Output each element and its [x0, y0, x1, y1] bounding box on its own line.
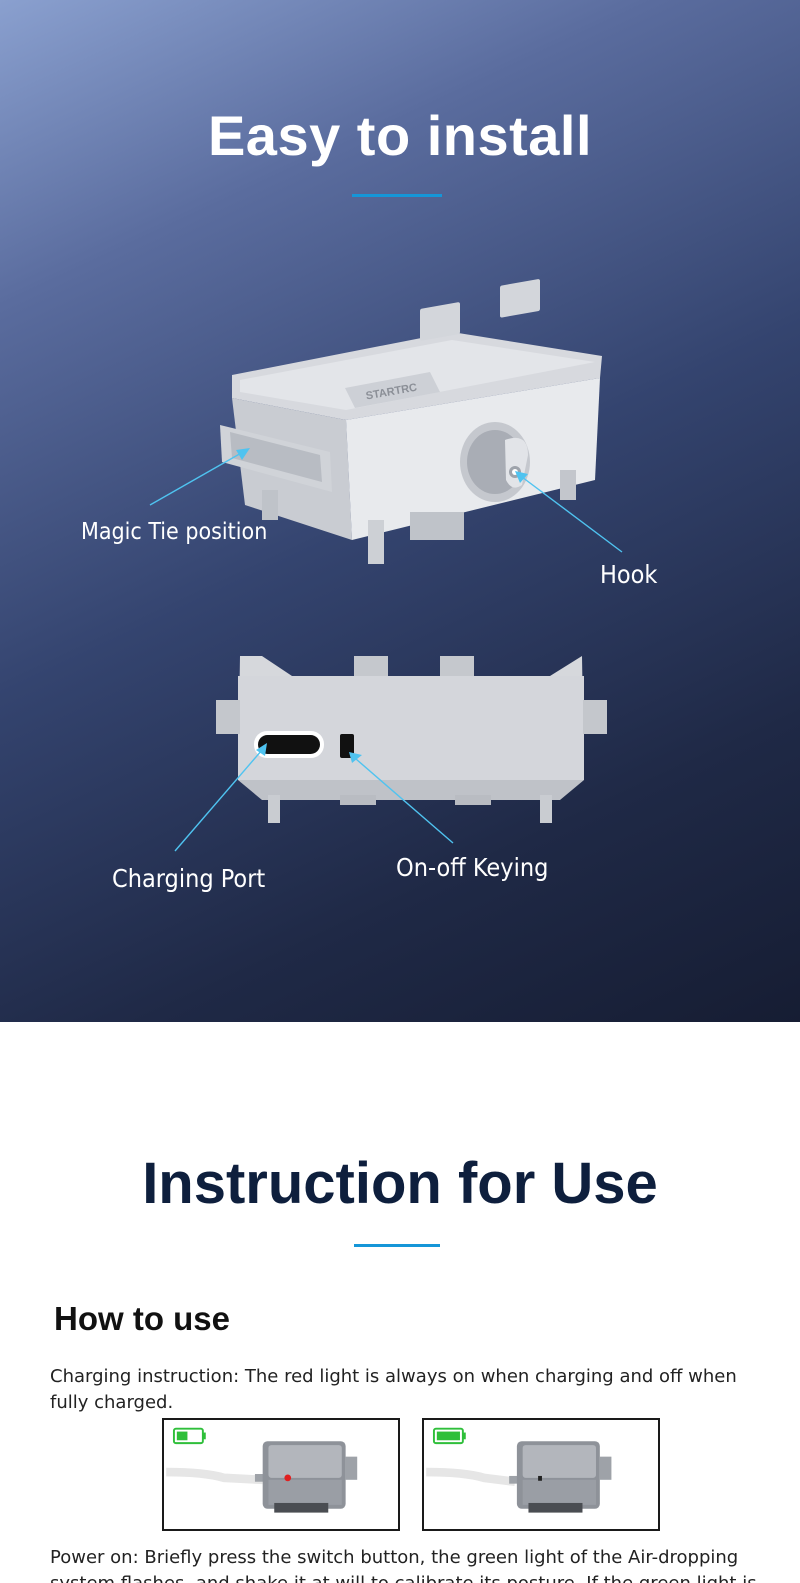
red-indicator-light [284, 1474, 292, 1482]
callout-on-off: On-off Keying [396, 853, 549, 882]
title-underline [352, 194, 442, 197]
device-top-view: STARTRC [220, 279, 602, 564]
how-to-use-heading: How to use [54, 1300, 231, 1337]
section-title-easy-install: Easy to install [207, 104, 593, 167]
callout-hook: Hook [600, 560, 658, 589]
power-switch [340, 734, 354, 758]
device-side-view [216, 656, 607, 823]
indicator-light-off [538, 1475, 542, 1481]
instructions-underline [354, 1244, 440, 1247]
charging-instruction-text: Charging instruction: The red light is a… [50, 1366, 737, 1413]
device-illustration: STARTRC [149, 279, 623, 852]
battery-charging-icon [172, 1427, 206, 1445]
photo-charging [162, 1418, 400, 1531]
photo-fully-charged [422, 1418, 660, 1531]
callout-magic-tie: Magic Tie position [81, 519, 268, 545]
battery-full-icon [432, 1427, 466, 1445]
easy-install-banner: Easy to install STARTRC [0, 0, 800, 1022]
callout-charging-port: Charging Port [112, 864, 266, 893]
power-on-instruction-text: Power on: Briefly press the switch butto… [50, 1547, 757, 1583]
section-title-instructions: Instruction for Use [142, 1151, 658, 1216]
